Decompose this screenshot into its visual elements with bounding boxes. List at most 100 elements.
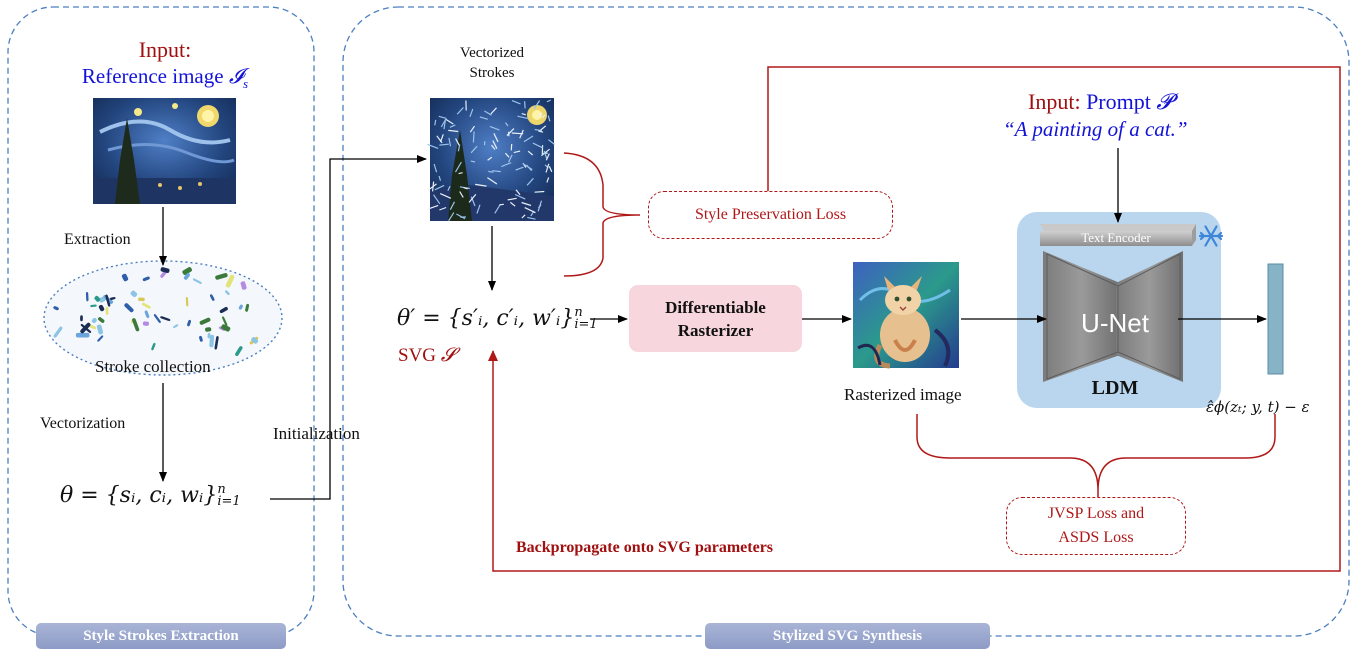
vector-stroke-mark <box>479 116 488 120</box>
vector-stroke-mark <box>491 144 496 150</box>
vector-stroke-mark <box>487 156 493 161</box>
vector-stroke-mark <box>470 160 476 163</box>
vector-stroke-mark <box>476 204 481 214</box>
vector-stroke-mark <box>513 150 521 154</box>
vector-stroke-mark <box>537 200 543 212</box>
vector-stroke-mark <box>546 99 552 103</box>
vector-stroke-mark <box>538 112 543 118</box>
stroke-fragment <box>75 332 90 338</box>
reference-input-label: Input: <box>138 37 192 62</box>
vector-stroke-mark <box>548 139 555 145</box>
vector-stroke-mark <box>519 129 524 139</box>
stroke-collection-ellipse <box>43 260 283 376</box>
svg-label: SVG 𝓢 <box>398 344 455 367</box>
vector-stroke-mark <box>504 152 510 158</box>
vector-stroke-mark <box>454 161 462 173</box>
stroke-fragment <box>98 317 105 323</box>
reference-image <box>93 98 236 204</box>
rasterized-image-label: Rasterized image <box>844 385 962 404</box>
stroke-fragment <box>90 304 97 308</box>
prompt-text: “A painting of a cat.” <box>1003 117 1188 141</box>
stroke-fragment <box>85 291 89 302</box>
vector-stroke-mark <box>463 187 468 190</box>
vector-stroke-mark <box>523 135 534 143</box>
stroke-collection-label: Stroke collection <box>95 357 211 376</box>
vector-stroke-mark <box>458 172 463 175</box>
vector-stroke-mark <box>506 128 515 137</box>
vector-stroke-mark <box>439 143 449 146</box>
vector-stroke-mark <box>541 114 546 119</box>
vector-stroke-mark <box>449 201 456 210</box>
vectorized-strokes-line1: Vectorized <box>459 45 525 61</box>
vector-stroke-mark <box>533 100 541 110</box>
vector-stroke-mark <box>438 115 447 119</box>
vector-stroke-mark <box>524 101 526 109</box>
stroke-fragment <box>144 310 150 319</box>
stroke-fragment <box>235 346 243 356</box>
vector-stroke-mark <box>448 137 452 147</box>
initialization-label: Initialization <box>273 424 360 443</box>
vector-stroke-mark <box>522 163 533 171</box>
jvsp-asds-loss-box: JVSP Loss and ASDS Loss <box>1006 497 1186 555</box>
stroke-fragment <box>80 322 91 334</box>
stroke-fragment <box>80 315 83 322</box>
vector-stroke-mark <box>548 165 553 173</box>
vector-stroke-mark <box>547 115 551 122</box>
vector-stroke-mark <box>439 206 447 211</box>
vector-stroke-mark <box>468 194 477 203</box>
stroke-fragment <box>153 314 161 323</box>
stroke-fragment <box>142 302 151 309</box>
stroke-fragment <box>121 273 129 282</box>
text-encoder-bar <box>1040 224 1196 246</box>
stroke-fragment <box>183 272 190 280</box>
vector-stroke-mark <box>538 130 544 133</box>
stroke-fragment <box>205 327 212 332</box>
svg-label-text: SVG <box>398 345 437 366</box>
vector-stroke-mark <box>457 144 461 152</box>
vector-stroke-mark <box>488 170 494 173</box>
style-loss-feedback-line <box>488 66 1341 572</box>
vector-stroke-mark <box>438 175 442 181</box>
style-loss-brace <box>563 152 641 277</box>
vector-stroke-mark <box>434 119 437 126</box>
stroke-fragment <box>182 267 192 275</box>
stroke-fragment <box>97 335 104 342</box>
vector-stroke-mark <box>521 214 526 219</box>
vector-stroke-mark <box>472 131 475 143</box>
vector-stroke-mark <box>527 216 536 220</box>
vector-stroke-mark <box>546 177 550 183</box>
vector-stroke-mark <box>490 107 497 115</box>
vector-stroke-mark <box>521 201 532 207</box>
stroke-fragment <box>151 342 156 351</box>
text-encoder-label: Text Encoder <box>1081 230 1151 245</box>
stroke-fragment <box>251 337 258 344</box>
vector-stroke-mark <box>501 162 512 168</box>
vector-stroke-mark <box>545 163 550 173</box>
vector-stroke-mark <box>524 207 536 214</box>
vector-stroke-mark <box>469 125 475 133</box>
stroke-fragment <box>245 303 250 312</box>
vectorized-strokes-image <box>427 98 555 222</box>
vector-stroke-mark <box>433 194 441 205</box>
extraction-label: Extraction <box>64 231 131 248</box>
epsilon-formula: ε̂ϕ(zₜ; y, t) − ε <box>1206 398 1310 416</box>
theta-formula-sub: i=1 <box>217 494 241 509</box>
vector-stroke-mark <box>541 148 550 157</box>
stroke-fragment <box>187 319 191 327</box>
vector-stroke-mark <box>456 213 466 220</box>
reference-image-subscript: s <box>243 76 249 92</box>
stroke-fragment <box>132 318 140 332</box>
vector-stroke-mark <box>470 145 478 154</box>
vector-stroke-mark <box>489 125 500 131</box>
vectorized-strokes-label: Vectorized Strokes <box>432 43 552 83</box>
vector-stroke-mark <box>448 129 459 133</box>
vector-stroke-mark <box>517 115 529 120</box>
stroke-fragment <box>185 297 189 307</box>
vector-stroke-mark <box>532 142 544 149</box>
stroke-fragment <box>99 296 106 303</box>
style-preservation-loss-box: Style Preservation Loss <box>648 191 893 239</box>
stroke-fragment <box>222 316 228 327</box>
jvsp-brace <box>916 414 1276 491</box>
vector-stroke-mark <box>534 190 545 193</box>
stroke-fragment <box>219 307 228 314</box>
